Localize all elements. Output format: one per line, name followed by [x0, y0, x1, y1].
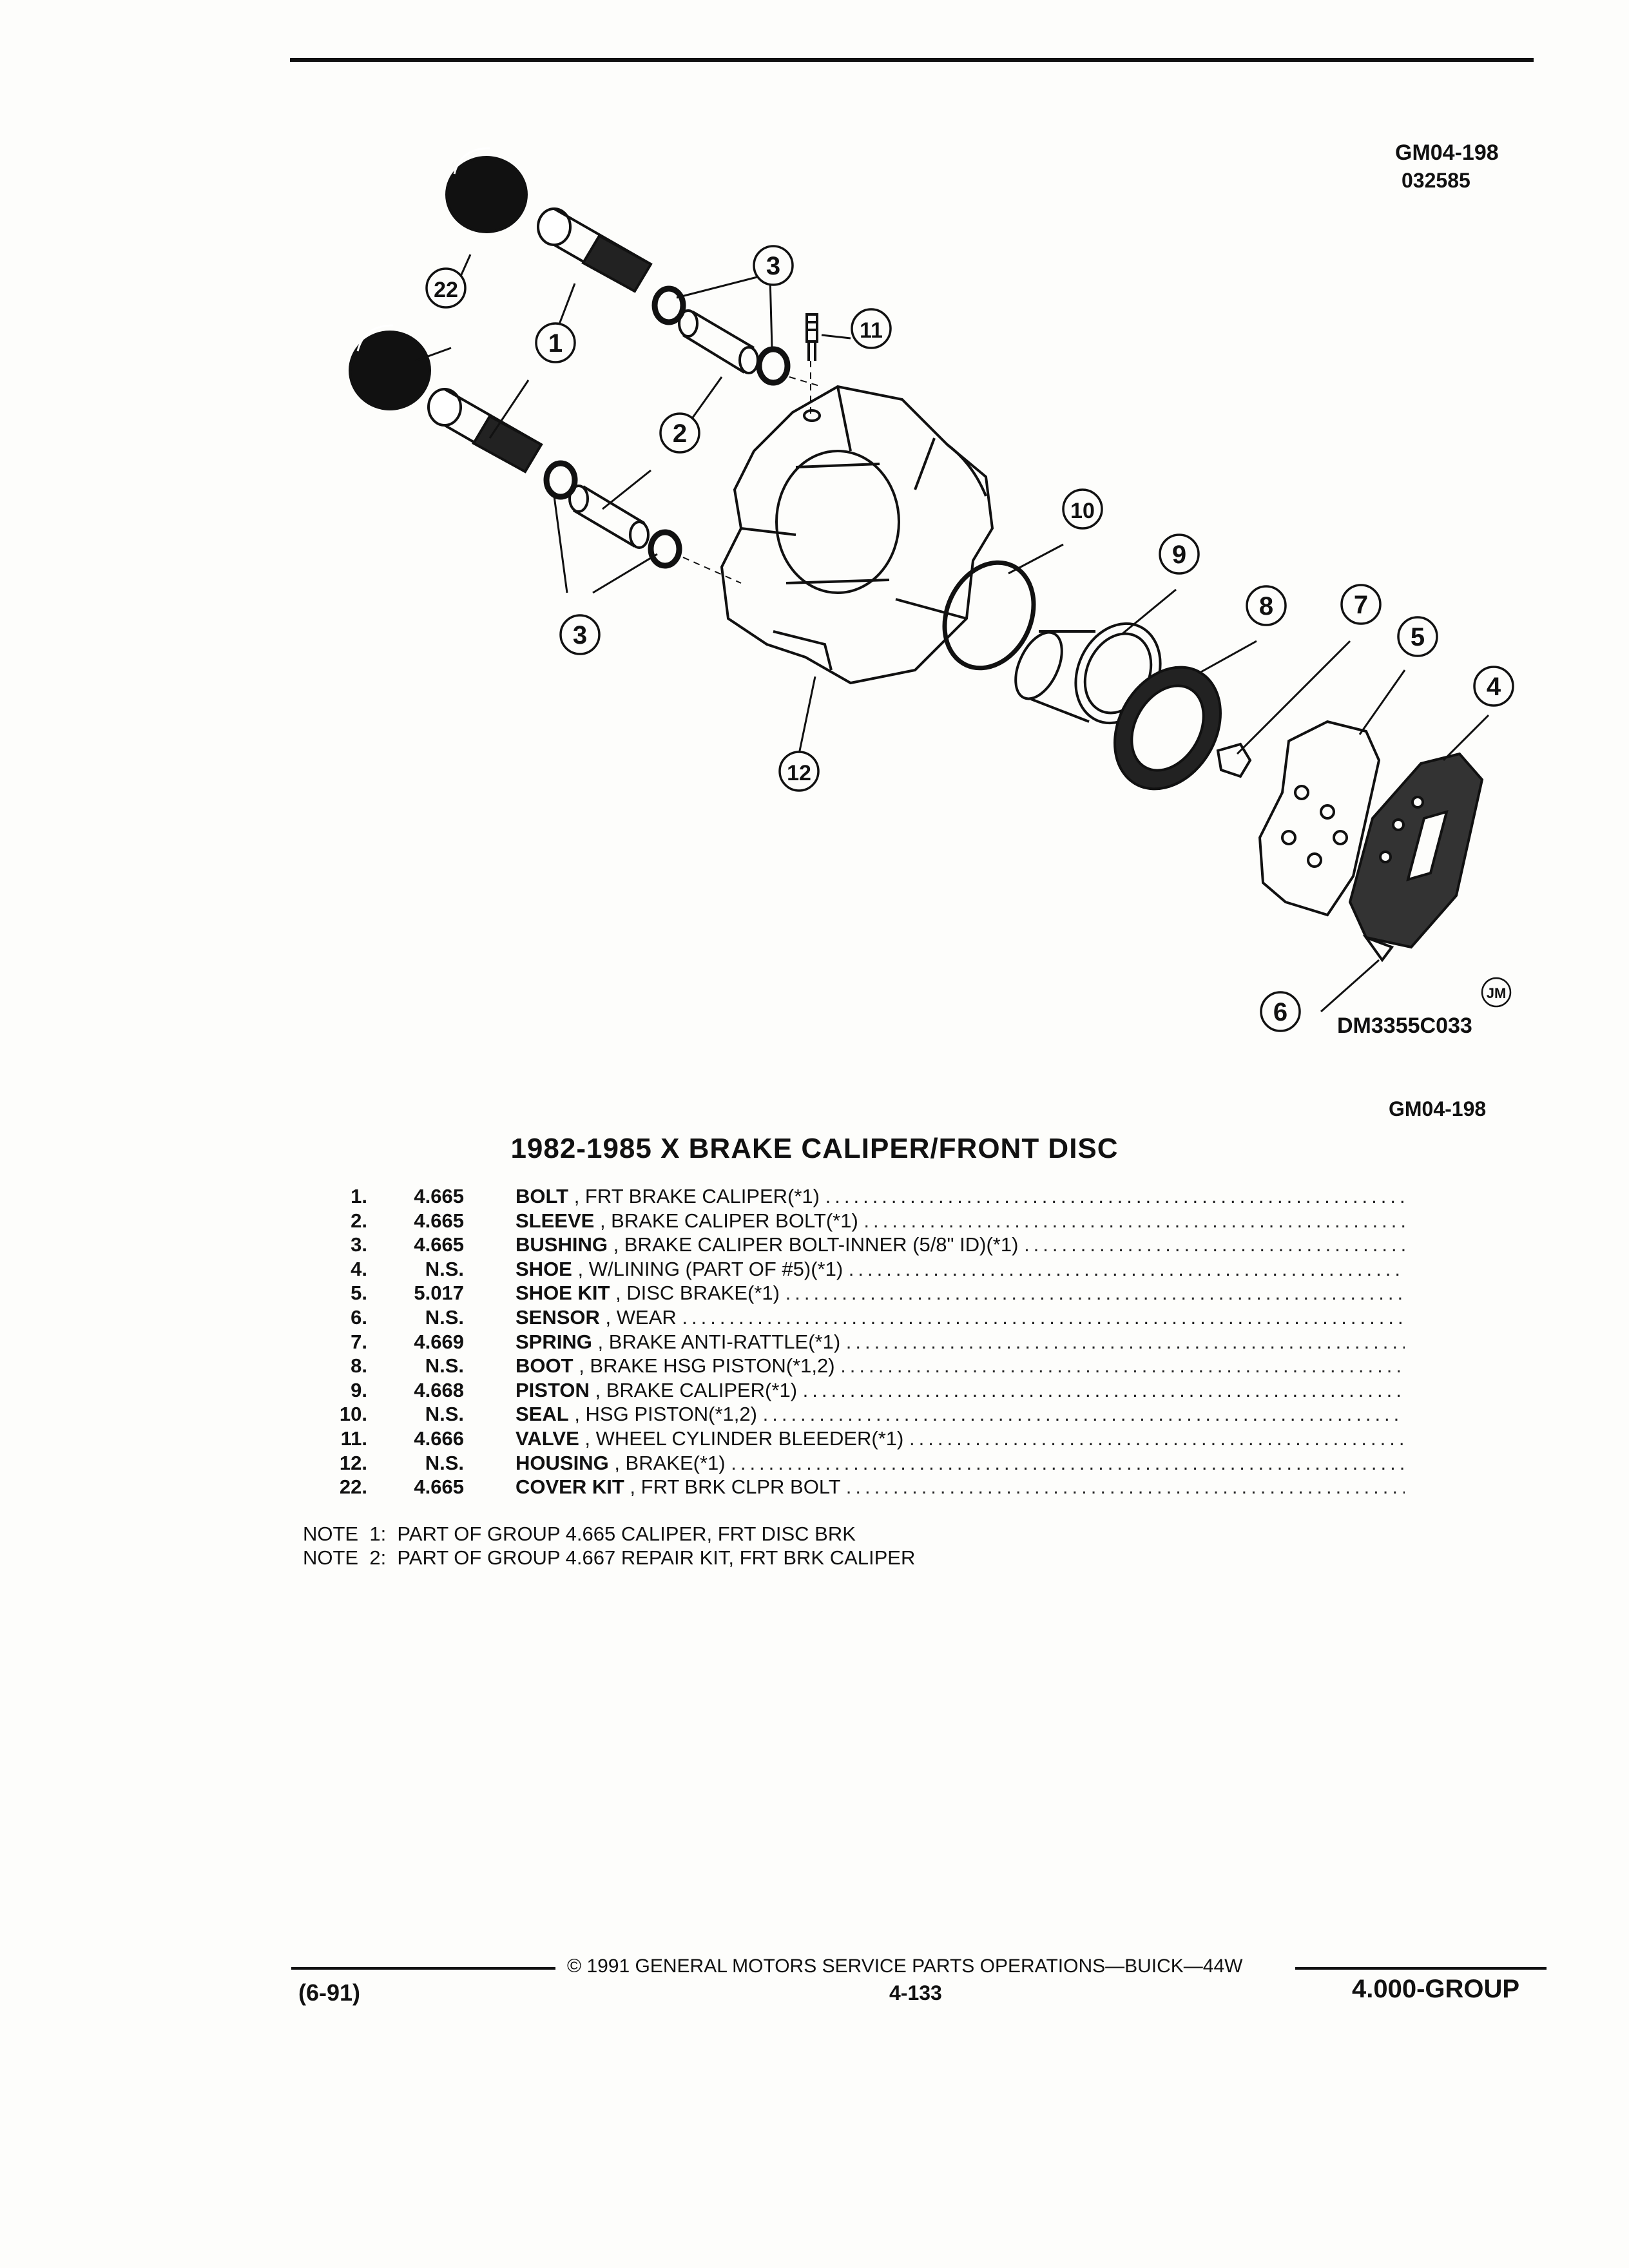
- note-2: NOTE 2: PART OF GROUP 4.667 REPAIR KIT, …: [303, 1546, 916, 1569]
- callout-3-upper: 3: [753, 245, 794, 286]
- wear-sensor: [1362, 934, 1394, 963]
- callout-1: 1: [535, 322, 576, 363]
- copyright: © 1991 GENERAL MOTORS SERVICE PARTS OPER…: [567, 1956, 1243, 1977]
- svg-text:5: 5: [1411, 623, 1425, 651]
- list-item: 4.N.S.SHOE , W/LINING (PART OF #5)(*1) .…: [351, 1257, 1405, 1280]
- callout-8: 8: [1246, 585, 1287, 626]
- bushing-upper-a: [651, 285, 686, 325]
- svg-text:10: 10: [1070, 499, 1095, 523]
- list-item: 6.N.S.SENSOR , WEAR ....................…: [351, 1305, 1405, 1329]
- list-item: 10.N.S.SEAL , HSG PISTON(*1,2) .........…: [339, 1403, 1405, 1426]
- svg-text:12: 12: [787, 761, 811, 785]
- brake-caliper-diagram: 22 1 3 11 2 3 12 10 9 8 7 5 4 6 JM: [349, 147, 1514, 1032]
- svg-text:JM: JM: [1487, 985, 1507, 1001]
- page-title: 1982-1985 X BRAKE CALIPER/FRONT DISC: [510, 1133, 1119, 1164]
- svg-text:7: 7: [1354, 591, 1368, 619]
- footer-rule-left: [291, 1967, 555, 1970]
- callout-6: 6: [1260, 991, 1301, 1032]
- svg-text:4: 4: [1487, 673, 1501, 701]
- callout-11: 11: [851, 308, 892, 349]
- group-label: 4.000-GROUP: [1352, 1975, 1520, 2003]
- shoe-inner: [1258, 720, 1381, 917]
- bolt-cover-upper: [445, 147, 528, 233]
- piston-seal: [942, 560, 1036, 671]
- svg-text:8: 8: [1259, 592, 1273, 620]
- ref-code-below: GM04-198: [1389, 1097, 1487, 1120]
- shoe-outer: [1348, 752, 1484, 949]
- caliper-bolt-upper: [537, 207, 653, 293]
- svg-text:3: 3: [573, 621, 587, 649]
- sleeve-upper: [678, 309, 759, 374]
- svg-text:9: 9: [1172, 541, 1186, 569]
- bleeder-valve: [805, 313, 818, 361]
- caliper-housing: [720, 385, 994, 685]
- bushing-upper-b: [756, 346, 791, 386]
- callout-5: 5: [1397, 616, 1438, 657]
- svg-text:6: 6: [1273, 998, 1287, 1026]
- callout-4: 4: [1473, 666, 1514, 707]
- artist-mark: JM: [1481, 977, 1512, 1008]
- callout-7: 7: [1340, 584, 1382, 625]
- svg-text:3: 3: [766, 252, 780, 280]
- svg-text:22: 22: [434, 278, 458, 302]
- callout-10: 10: [1062, 488, 1103, 530]
- date-code: (6-91): [298, 1979, 361, 2006]
- list-item: 12.N.S.HOUSING , BRAKE(*1) .............…: [339, 1451, 1405, 1474]
- bushing-lower-a: [543, 460, 578, 500]
- caliper-bolt-lower: [427, 388, 543, 474]
- bushing-lower-b: [648, 529, 682, 569]
- svg-text:1: 1: [548, 329, 563, 358]
- note-1: NOTE 1: PART OF GROUP 4.665 CALIPER, FRT…: [303, 1523, 856, 1545]
- ref-code: GM04-198: [1395, 140, 1499, 165]
- callout-22: 22: [425, 267, 467, 309]
- anti-rattle-spring: [1216, 742, 1252, 778]
- svg-text:2: 2: [673, 419, 687, 448]
- page-number: 4-133: [889, 1981, 942, 2004]
- callout-2: 2: [659, 412, 700, 454]
- notes: NOTE 1: PART OF GROUP 4.665 CALIPER, FRT…: [303, 1522, 915, 1570]
- svg-text:11: 11: [860, 318, 883, 343]
- list-item: 8.N.S.BOOT , BRAKE HSG PISTON(*1,2) ....…: [351, 1354, 1405, 1378]
- sleeve-lower: [568, 485, 650, 549]
- callout-3-lower: 3: [559, 614, 601, 655]
- bolt-cover-lower: [349, 324, 431, 410]
- top-rule: [290, 58, 1534, 62]
- footer-rule-right: [1295, 1967, 1547, 1970]
- drawing-id: DM3355C033: [1337, 1014, 1472, 1038]
- ref-date: 032585: [1402, 169, 1470, 192]
- piston-boot: [1113, 666, 1222, 791]
- callout-9: 9: [1159, 533, 1200, 575]
- callout-12: 12: [778, 751, 820, 792]
